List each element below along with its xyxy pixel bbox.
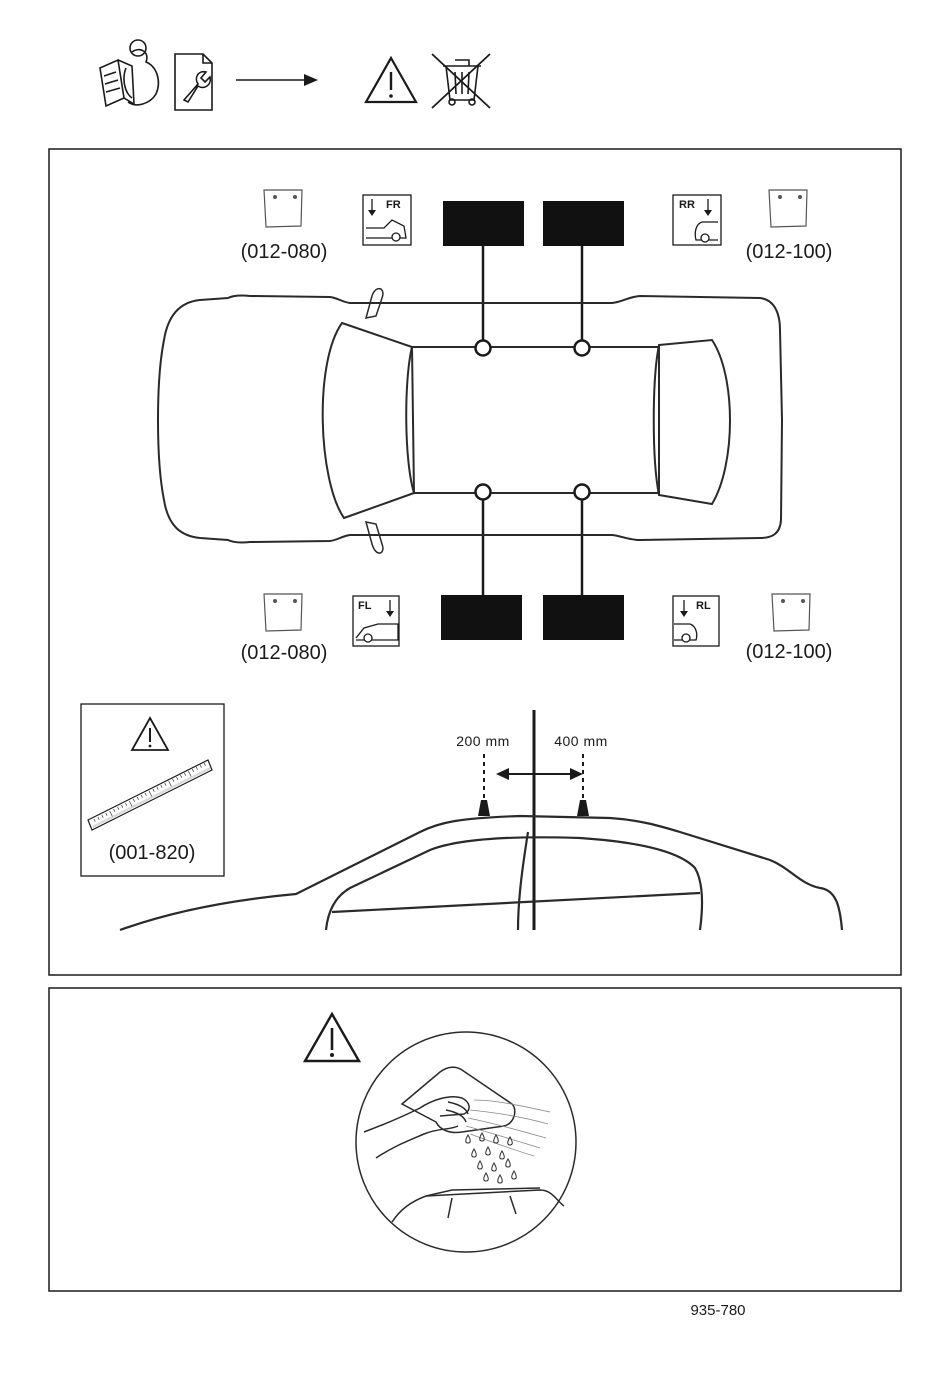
manual-reading-icon — [100, 40, 158, 106]
part-sheet-icon — [769, 190, 807, 227]
foot-connectors — [483, 246, 582, 595]
ruler-code: (001-820) — [109, 842, 196, 864]
foot-block-fl — [441, 595, 522, 640]
ruler-icon — [88, 760, 212, 830]
svg-text:RR: RR — [679, 199, 695, 211]
rr-position-icon: RR — [673, 195, 721, 245]
water-drop — [492, 1163, 497, 1171]
water-drop — [512, 1171, 517, 1179]
water-drop — [484, 1173, 489, 1181]
water-drop — [466, 1135, 471, 1143]
water-drop — [500, 1151, 505, 1159]
measure-rear: 400 mm — [554, 733, 608, 749]
rl-position-icon: RL — [673, 596, 719, 646]
part-sheet-icon — [772, 594, 810, 631]
car-side-view — [120, 816, 842, 930]
wrench-document-icon — [175, 54, 212, 110]
fr-position-icon: FR — [363, 195, 411, 245]
foot-block-rr — [543, 201, 624, 246]
care-panel — [49, 988, 901, 1291]
part-code-fr: (012-080) — [241, 241, 328, 263]
clean-roof-illustration — [356, 1032, 576, 1252]
warning-icon — [305, 1014, 359, 1061]
svg-text:RL: RL — [696, 600, 711, 612]
water-drop — [498, 1175, 503, 1183]
foot-block-rl — [543, 595, 624, 640]
part-code-rr: (012-100) — [746, 241, 833, 263]
part-code-fl: (012-080) — [241, 642, 328, 664]
measure-front: 200 mm — [456, 733, 510, 749]
water-drop — [472, 1149, 477, 1157]
water-drop — [478, 1161, 483, 1169]
warning-icon — [366, 58, 416, 102]
warning-icon — [132, 718, 168, 750]
svg-text:FR: FR — [386, 199, 401, 211]
car-top-view — [158, 289, 782, 553]
mounting-points — [476, 341, 590, 500]
doc-number: 935-780 — [690, 1302, 745, 1319]
water-drop — [480, 1133, 485, 1141]
water-drop — [486, 1147, 491, 1155]
foot-block-fr — [443, 201, 524, 246]
part-sheet-icon — [264, 594, 302, 631]
water-drop — [506, 1159, 511, 1167]
water-drop — [494, 1135, 499, 1143]
fl-position-icon: FL — [353, 596, 399, 646]
crossed-bin-icon — [432, 54, 490, 108]
arrow-right-icon — [236, 74, 318, 86]
svg-text:FL: FL — [358, 600, 372, 612]
part-code-rl: (012-100) — [746, 641, 833, 663]
part-sheet-icon — [264, 190, 302, 227]
